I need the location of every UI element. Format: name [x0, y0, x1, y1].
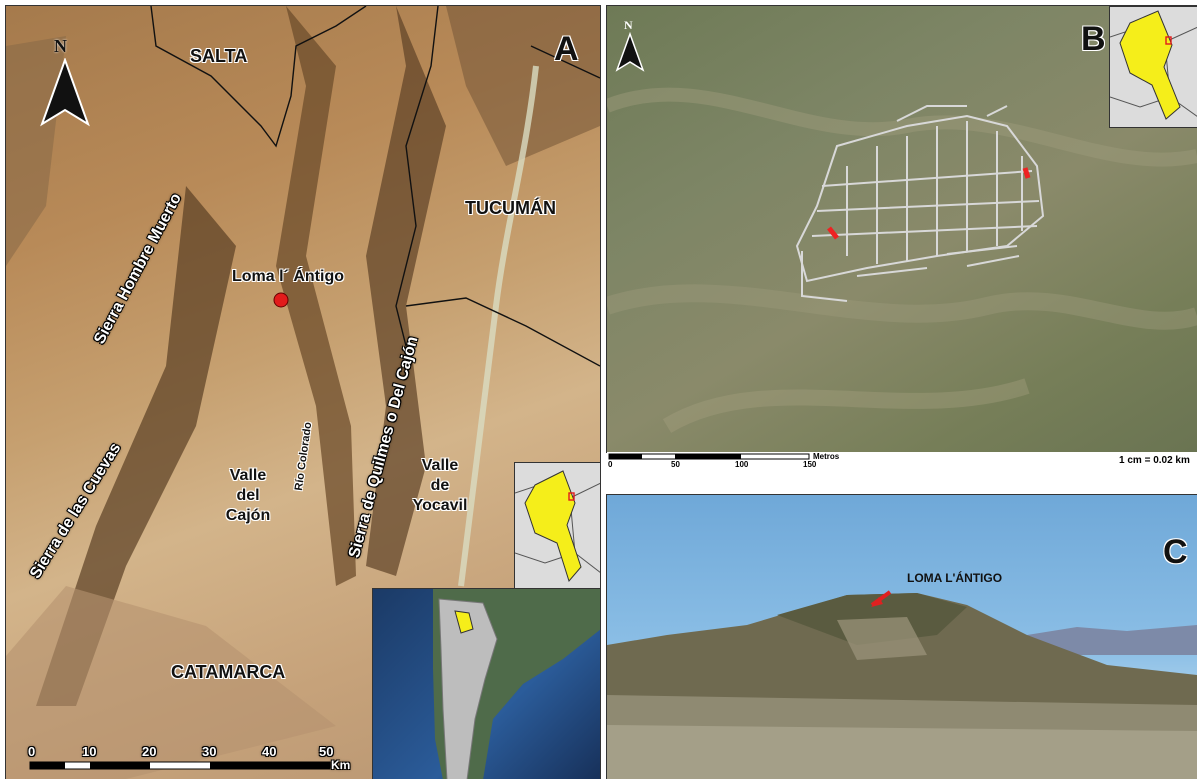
scale-b-tick-3: 150 [803, 460, 817, 469]
scale-a-tick-4: 40 [262, 744, 277, 759]
north-label-a: N [54, 36, 67, 56]
inset-province-map-b [1109, 6, 1197, 128]
catamarca-province-icon [514, 470, 600, 583]
site-marker-icon [273, 292, 289, 308]
valley-cajon-line-1: Valle [229, 467, 267, 484]
scale-b-tick-0: 0 [608, 460, 613, 469]
scale-a-tick-3: 30 [202, 744, 217, 759]
valley-label-cajon: Valle del Cajón [218, 466, 278, 526]
callout-label: LOMA L'ÁNTIGO [907, 571, 1003, 585]
region-label-catamarca: CATAMARCA [171, 662, 286, 682]
north-arrow-b-icon [615, 32, 645, 72]
valley-yocavil-line-1: Valle [421, 457, 459, 474]
landscape-photo [607, 590, 1197, 779]
scale-a-tick-2: 20 [142, 744, 157, 759]
region-label-tucuman: TUCUMÁN [465, 198, 556, 218]
valley-label-yocavil: Valle de Yocavil [410, 456, 470, 516]
scale-b-tick-2: 100 [735, 460, 749, 469]
scale-a-unit: Km [331, 758, 351, 772]
site-plan-b [607, 87, 1197, 433]
scale-b-ratio: 1 cm = 0.02 km [1119, 455, 1190, 466]
photo-panel-c: LOMA L'ÁNTIGO C [606, 494, 1197, 779]
panel-letter-b: B [1081, 20, 1106, 58]
map-panel-a: N A SALTA TUCUMÁN CATAMARCA Loma l´ Ánti… [5, 5, 601, 779]
scale-b-tick-1: 50 [671, 460, 680, 469]
valley-yocavil-line-2: de [430, 477, 450, 494]
valley-cajon-line-2: del [236, 487, 260, 504]
terrain-a [6, 6, 600, 779]
site-label: Loma l´ Ántigo [232, 268, 344, 285]
valley-cajon-line-3: Cajón [225, 507, 271, 524]
scale-bar-b-graphic [608, 453, 810, 460]
south-america-icon [433, 589, 600, 779]
north-label-b: N [624, 18, 633, 32]
inset-south-america [372, 588, 600, 779]
scale-a-tick-0: 0 [28, 744, 36, 759]
valley-yocavil-line-3: Yocavil [412, 497, 468, 514]
inset-province-map [514, 462, 600, 590]
catamarca-province-b-icon [1109, 10, 1197, 120]
scale-a-tick-1: 10 [82, 744, 97, 759]
north-arrow-icon [40, 58, 90, 127]
map-panel-b: N B [606, 5, 1197, 453]
panel-letter-c: C [1163, 533, 1188, 571]
scale-b-unit: Metros [813, 452, 840, 461]
scale-bar-b: 0 50 100 150 Metros 1 cm = 0.02 km [607, 452, 1197, 474]
scale-a-tick-5: 50 [319, 744, 334, 759]
region-label-salta: SALTA [190, 46, 248, 66]
panel-letter-a: A [554, 30, 579, 68]
